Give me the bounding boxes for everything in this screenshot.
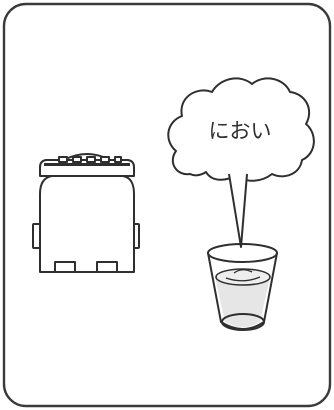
speech-bubble-text: におい xyxy=(209,119,272,143)
filter-cartridge-icon xyxy=(33,154,139,272)
